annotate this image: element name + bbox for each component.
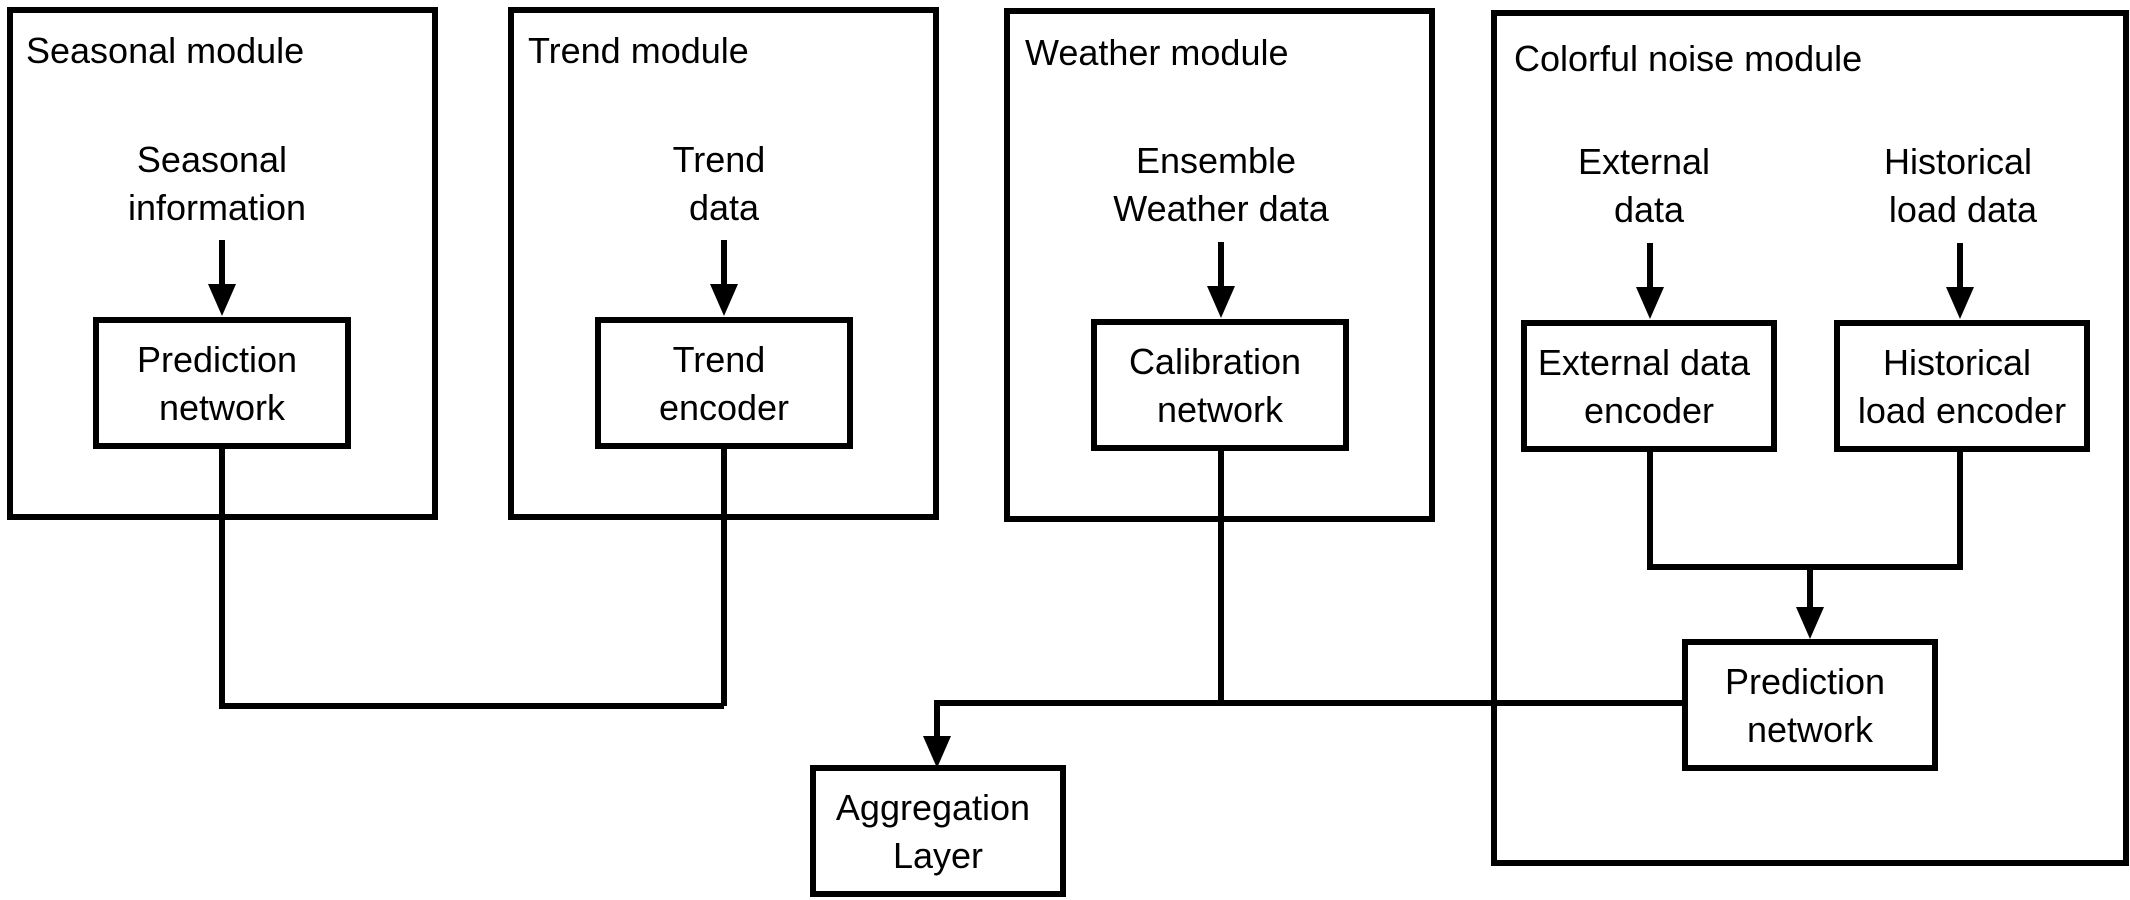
historical-input-arrow: [1946, 243, 1974, 319]
seasonal-input-arrow: [208, 240, 236, 316]
svg-text:External data encoder: External data encoder: [1538, 342, 1760, 431]
weather-module-title: Weather module: [1025, 32, 1288, 73]
external-input-arrow: [1636, 243, 1664, 319]
noise-output-wire: [934, 700, 1685, 740]
weather-input-label: Ensemble Weather data: [1113, 140, 1329, 229]
weather-input-arrow: [1207, 242, 1235, 318]
svg-text:Calibration network: Calibration network: [1129, 341, 1311, 430]
svg-text:Historical load encoder: Historical load encoder: [1858, 342, 2066, 431]
trend-encoder: Trend encoder: [595, 317, 853, 449]
external-data-encoder: External data encoder: [1521, 320, 1777, 452]
svg-text:Prediction network: Prediction network: [1725, 661, 1895, 750]
noise-module-title: Colorful noise module: [1514, 38, 1862, 79]
aggregation-input-arrowhead: [923, 736, 951, 768]
trend-input-label: Trend data: [673, 139, 776, 228]
historical-input-label: Historical load data: [1884, 141, 2042, 230]
external-input-label: External data: [1578, 141, 1720, 230]
svg-text:Trend encoder: Trend encoder: [659, 339, 789, 428]
aggregation-layer: Aggregation Layer: [810, 765, 1066, 897]
seasonal-prediction-network: Prediction network: [93, 317, 351, 449]
external-encoder-wire: [1647, 449, 1810, 570]
historical-load-encoder: Historical load encoder: [1834, 320, 2090, 452]
trend-input-arrow: [710, 240, 738, 316]
seasonal-output-wire: [219, 446, 724, 709]
seasonal-module-title: Seasonal module: [26, 30, 304, 71]
calibration-network: Calibration network: [1091, 319, 1349, 451]
trend-module-title: Trend module: [528, 30, 749, 71]
historical-encoder-wire: [1807, 449, 1963, 610]
svg-text:Prediction network: Prediction network: [137, 339, 307, 428]
prediction-input-arrowhead: [1796, 607, 1824, 639]
seasonal-input-label: Seasonal information: [128, 139, 306, 228]
noise-prediction-network: Prediction network: [1682, 639, 1938, 771]
svg-text:Aggregation Layer: Aggregation Layer: [836, 787, 1040, 876]
